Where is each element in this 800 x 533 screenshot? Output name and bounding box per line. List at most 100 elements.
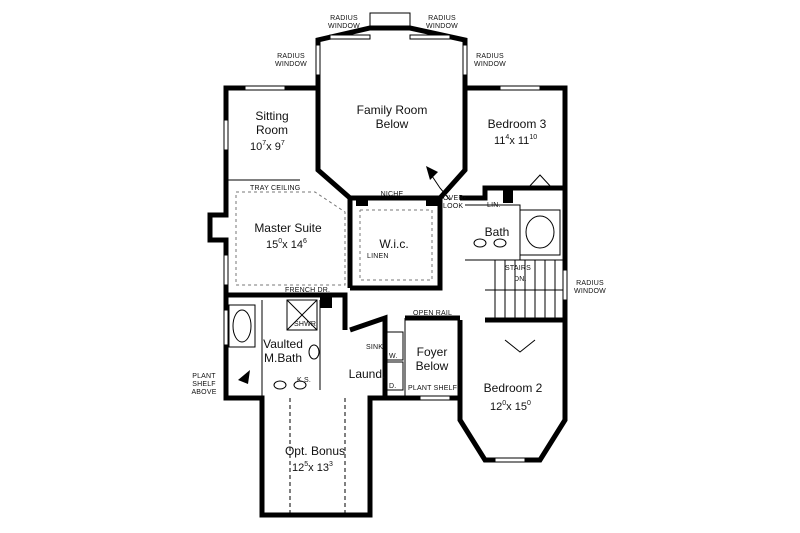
vaulted-bath-label: Vaulted: [263, 337, 303, 351]
radius-window-e: [462, 44, 468, 76]
foyer-window: [419, 395, 451, 401]
radius-window-stairs-l1: RADIUS: [576, 280, 604, 287]
closet-door-b3: [527, 174, 553, 189]
bedroom3-north-east-wall: [465, 85, 568, 195]
opt-bonus-label: Opt. Bonus: [285, 444, 345, 458]
bath-tub: [519, 209, 561, 256]
french-dr-label: FRENCH DR.: [285, 287, 330, 294]
bay-chimney: [369, 12, 411, 29]
washer-label: W.: [389, 353, 398, 360]
overlook-label-2: LOOK: [443, 203, 463, 210]
radius-window-w: [315, 44, 321, 76]
annotations: RADIUS WINDOW RADIUS WINDOW RADIUS WINDO…: [191, 15, 606, 396]
bedroom3-window: [499, 85, 541, 91]
sink-left: [273, 380, 287, 390]
lin-block: [503, 188, 513, 203]
sink-label: SINK: [366, 344, 383, 351]
radius-window-stairs-l2: WINDOW: [574, 288, 606, 295]
sitting-window: [244, 85, 286, 91]
foyer-label-2: Below: [416, 359, 449, 373]
bedroom2-dim: 120x 150: [490, 400, 531, 413]
bedroom2-window: [494, 457, 526, 463]
staircase: [494, 260, 556, 320]
radius-window-e-l1: RADIUS: [476, 53, 504, 60]
foyer-south-wall: [405, 395, 463, 420]
foyer-label: Foyer: [417, 345, 448, 359]
dryer-label: D.: [389, 383, 396, 390]
opt-bonus-dim: 125x 133: [292, 461, 333, 474]
fixtures: [228, 166, 561, 391]
plant-shelf-label: PLANT SHELF: [408, 385, 457, 392]
radius-window-ne-l2: WINDOW: [426, 23, 458, 30]
tray-ceiling-outline: [235, 191, 346, 286]
wic-label: W.i.c.: [379, 237, 408, 251]
interior-walls: [226, 179, 565, 398]
master-suite-dim: 150x 146: [266, 238, 307, 251]
bath-bonus-wall: [223, 295, 405, 518]
dryer: [384, 361, 404, 391]
family-room-lower-wall: [315, 88, 468, 201]
bathtub-basin: [232, 309, 252, 343]
wic-shelf-outline: [359, 209, 433, 281]
niche-block-left: [356, 198, 368, 206]
shower-stall: [286, 299, 318, 331]
toilet: [308, 344, 320, 360]
niche-label: NICHE: [381, 191, 404, 198]
sitting-room-label-2: Room: [256, 123, 288, 137]
bedroom3-dim: 114x 1110: [494, 134, 537, 147]
linen-label: LINEN: [367, 253, 389, 260]
overlook-arrow: [431, 175, 451, 201]
sitting-room-dim: 107x 97: [250, 140, 285, 153]
column: [320, 296, 332, 308]
master-south-wall: [226, 292, 348, 330]
laundry-label: Laund.: [349, 367, 386, 381]
family-room-label: Family Room: [357, 103, 428, 117]
overlook-arrowhead: [426, 166, 438, 180]
plant-shelf-above-l3: ABOVE: [191, 389, 216, 396]
master-window: [223, 254, 229, 286]
radius-window-stairs: [562, 269, 568, 301]
bathtub: [228, 304, 256, 348]
overlook-label-1: OVER-: [443, 195, 467, 202]
radius-window-w-l2: WINDOW: [275, 61, 307, 68]
tray-ceiling-label: TRAY CEILING: [250, 185, 300, 192]
sitting-window-w: [223, 119, 229, 151]
radius-window-w-l1: RADIUS: [277, 53, 305, 60]
stairs-label: STAIRS: [505, 265, 531, 272]
bath-top-wall: [460, 185, 565, 201]
windows: [223, 34, 568, 463]
radius-window-nw: [329, 34, 371, 40]
open-rail-label: OPEN RAIL: [413, 310, 452, 317]
closet-door-b2: [504, 339, 536, 353]
master-west-wall: [207, 180, 229, 295]
bath-window: [223, 309, 229, 346]
radius-window-nw-l1: RADIUS: [330, 15, 358, 22]
bath-label: Bath: [485, 225, 510, 239]
bedroom2-label: Bedroom 2: [484, 381, 543, 395]
sink-right: [293, 380, 307, 390]
bedroom3-label: Bedroom 3: [488, 117, 547, 131]
plant-shelf-arrow: [238, 370, 250, 384]
bath-sink-left: [473, 238, 487, 248]
radius-window-ne-l1: RADIUS: [428, 15, 456, 22]
master-suite-label: Master Suite: [254, 221, 322, 235]
wic-wall: [350, 198, 443, 291]
washer: [384, 331, 404, 361]
vaulted-bath-label-2: M.Bath: [264, 351, 302, 365]
family-room-label-2: Below: [376, 117, 409, 131]
radius-window-ne: [409, 34, 451, 40]
sitting-room-label: Sitting: [255, 109, 288, 123]
plant-shelf-above-l1: PLANT: [192, 373, 216, 380]
shower-label: SHWR.: [294, 321, 318, 328]
radius-window-e-l2: WINDOW: [474, 61, 506, 68]
plant-shelf-above-l2: SHELF: [192, 381, 216, 388]
niche-block-right: [426, 198, 438, 206]
kneespace-label: K.S.: [297, 377, 311, 384]
bath-sink-right: [493, 238, 507, 248]
radius-window-nw-l2: WINDOW: [328, 23, 360, 30]
laundry-wall: [349, 314, 388, 398]
room-labels: Sitting Room 107x 97 Family Room Below B…: [250, 103, 547, 474]
dn-label: DN.: [514, 276, 527, 283]
lin-label: LIN.: [487, 202, 501, 209]
